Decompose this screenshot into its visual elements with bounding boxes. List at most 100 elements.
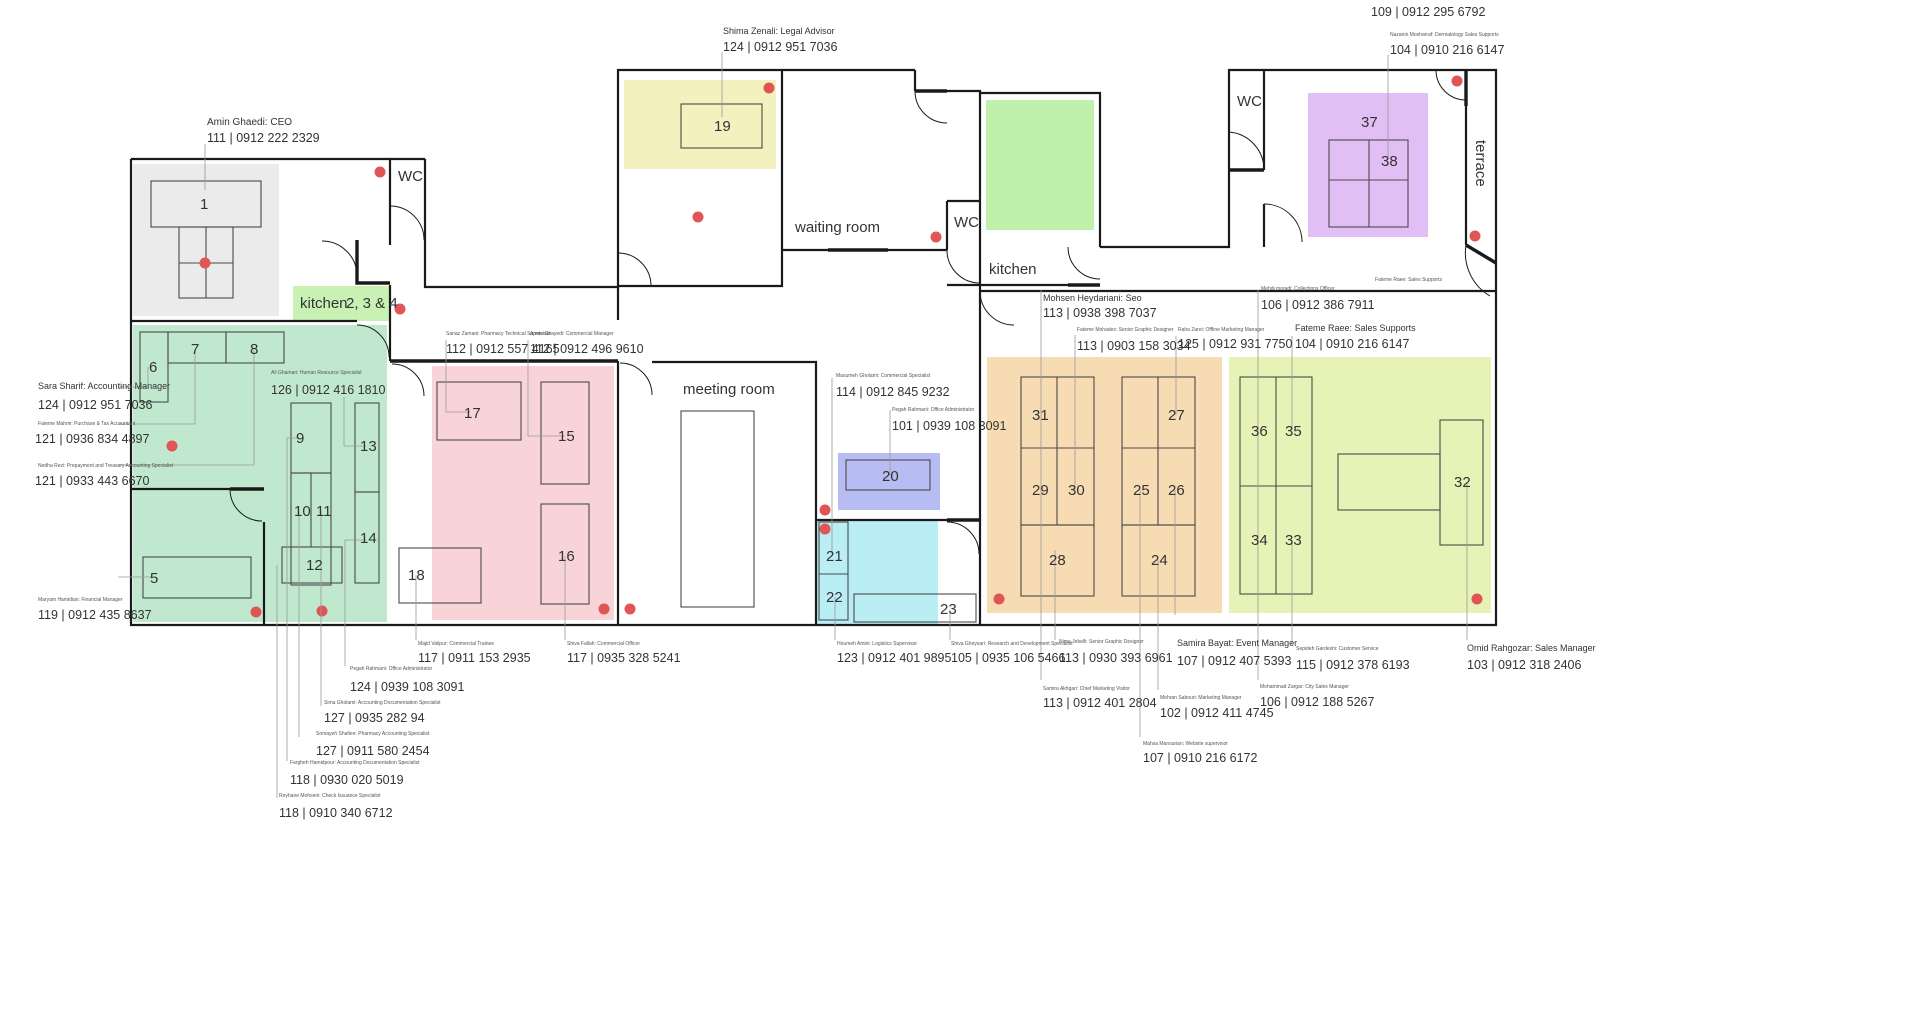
person-phone: 107 | 0910 216 6172 xyxy=(1143,751,1258,765)
sensor-dot xyxy=(394,303,406,315)
svg-text:Armin Ghayedi: Commercial Mana: Armin Ghayedi: Commercial Manager xyxy=(530,331,614,337)
person-name: Nazanin Mosharraf: xyxy=(1390,32,1434,38)
person-role: Commercial Trainee xyxy=(449,641,494,647)
svg-text:Sanaz Zamani: Pharmacy Technic: Sanaz Zamani: Pharmacy Technical Supervi… xyxy=(446,331,551,337)
person-label: Houmeh Amini: Logistics Supervisor 123 |… xyxy=(837,641,952,665)
person-phone: 111 | 0912 222 2329 xyxy=(207,131,320,145)
desk xyxy=(845,459,931,491)
person-label: Sara Sharif: Accounting Manager 124 | 09… xyxy=(38,381,170,412)
svg-text:Reyhane Mohseni: Check Issuanc: Reyhane Mohseni: Check Issuance Speciali… xyxy=(279,793,381,799)
sensor-dot xyxy=(993,593,1005,605)
person-phone: 113 | 0938 398 7037 xyxy=(1043,306,1157,320)
room-label-terrace: terrace xyxy=(1472,140,1489,187)
person-label: Mehran Sabouri: Marketing Manager 102 | … xyxy=(1160,695,1274,720)
svg-text:Shima Zenali: Legal Advisor: Shima Zenali: Legal Advisor xyxy=(723,26,835,36)
person-name: Armin Ghayedi: xyxy=(530,331,564,337)
person-name: Shima Zenali: xyxy=(723,26,778,36)
zone-commercial xyxy=(432,366,614,620)
svg-text:Nedha Rezi: Prepayment and Tre: Nedha Rezi: Prepayment and Treasury Acco… xyxy=(38,463,174,469)
door xyxy=(619,362,653,396)
person-name: Fateme Raee: xyxy=(1375,277,1407,283)
desk-number: 16 xyxy=(558,548,575,565)
person-role: Commercial Specialist xyxy=(881,373,931,379)
walls xyxy=(129,68,1498,627)
person-name: Mehdi moradi: xyxy=(1261,286,1293,292)
room-label-kitchen-desks: 2, 3 & 4 xyxy=(346,295,398,312)
person-role: Senior Graphic Designer xyxy=(1089,639,1144,645)
svg-text:Raha Zarei: Offline Marketing: Raha Zarei: Offline Marketing Manager xyxy=(1178,327,1265,333)
wall xyxy=(618,70,784,288)
person-label: Fateme Raee: Sales Supports 104 | 0910 2… xyxy=(1295,323,1416,351)
person-role: Marketing Manager xyxy=(1198,695,1241,701)
person-role: Office Administrator xyxy=(389,666,433,672)
door xyxy=(1464,244,1491,297)
zone-kitchen-left xyxy=(293,286,389,321)
desk-number: 27 xyxy=(1168,407,1185,424)
leader-line xyxy=(344,539,366,666)
person-label: Mohammad Zargar: City Sales Manager 106 … xyxy=(1260,684,1375,709)
person-phone: 106 | 0912 188 5267 xyxy=(1260,695,1375,709)
svg-text:Maryam Hamidian: Financial Man: Maryam Hamidian: Financial Manager xyxy=(38,597,123,603)
room-label-kitchen: kitchen xyxy=(300,295,348,312)
person-name: Pegah Rahmani: xyxy=(892,407,929,413)
person-label: Fargheh Hamidpour: Accounting Documentat… xyxy=(290,760,420,787)
person-role: Legal Advisor xyxy=(781,26,835,36)
desk xyxy=(398,547,482,604)
wall xyxy=(980,68,1498,627)
sensor-dot xyxy=(819,504,831,516)
person-name: Reyhane Mohseni: xyxy=(279,793,321,799)
person-role: Financial Manager xyxy=(81,597,122,603)
desk xyxy=(139,331,169,403)
person-phone: 113 | 0903 158 3034 xyxy=(1077,339,1191,353)
room-labels: WC kitchen 2, 3 & 4 waiting room WC kitc… xyxy=(300,93,1489,398)
person-label: Pegah Rahmani: Office Administrator 124 … xyxy=(350,666,465,694)
desk xyxy=(142,556,252,599)
person-name: Samira Bayat: xyxy=(1177,638,1234,648)
person-phone: 125 | 0912 931 7750 xyxy=(1178,337,1293,351)
person-label: Fateme Mahmi: Purchase & Tax Accountant … xyxy=(35,421,150,446)
desk-number: 15 xyxy=(558,428,575,445)
person-role: Office Administrator xyxy=(931,407,975,413)
person-role: Sales Manager xyxy=(1535,643,1596,653)
person-label: Amin Ghaedi: CEO 111 | 0912 222 2329 xyxy=(207,117,320,145)
person-role: Sales Supports xyxy=(1355,323,1417,333)
door xyxy=(356,324,390,358)
desk-number: 25 xyxy=(1133,482,1150,499)
doors xyxy=(229,69,1491,555)
person-phone: 104 | 0910 216 6147 xyxy=(1390,43,1505,57)
svg-text:Houmeh Amini: Logistics Superv: Houmeh Amini: Logistics Supervisor xyxy=(837,641,917,647)
svg-text:Samira Akhgari: Chief Marketin: Samira Akhgari: Chief Marketing Visitor xyxy=(1043,686,1130,692)
desk-number: 13 xyxy=(360,438,377,455)
sensor-dot xyxy=(374,166,386,178)
desk-number: 34 xyxy=(1251,532,1268,549)
desk xyxy=(1439,419,1484,546)
person-label: Majid Valipur: Commercial Trainee 117 | … xyxy=(418,641,531,665)
door xyxy=(321,240,358,277)
person-role: Pharmacy Technical Supervisor xyxy=(481,331,551,337)
desk-number: 38 xyxy=(1381,153,1398,170)
zone-office-admin xyxy=(838,453,940,510)
desk-number: 12 xyxy=(306,557,323,574)
room-label-meeting-room: meeting room xyxy=(683,381,775,398)
zone-kitchen-mid xyxy=(986,100,1094,230)
desk xyxy=(680,103,763,149)
desk-number: 22 xyxy=(826,589,843,606)
wall xyxy=(1465,243,1497,265)
person-label: Shiva Fallah: Commercial Officer 117 | 0… xyxy=(567,641,681,665)
person-label: Reyhane Mohseni: Check Issuance Speciali… xyxy=(279,793,393,820)
svg-text:Fateme Raee: Sales Supports: Fateme Raee: Sales Supports xyxy=(1375,277,1442,283)
furniture xyxy=(139,103,1484,623)
person-name: Nima Jebelli: xyxy=(1059,639,1088,645)
person-phone: 117 | 0911 153 2935 xyxy=(418,651,531,665)
sensor-dot xyxy=(166,440,178,452)
person-phone: 126 | 0912 416 1810 xyxy=(271,383,386,397)
person-phone: 113 | 0930 393 6961 xyxy=(1059,651,1173,665)
person-name: Houmeh Amini: xyxy=(837,641,871,647)
desk-number: 11 xyxy=(316,503,332,520)
person-phone: 118 | 0910 340 6712 xyxy=(279,806,393,820)
person-phone: 107 | 0912 407 5393 xyxy=(1177,654,1292,668)
desk xyxy=(680,410,755,608)
person-label: Sepideh Gardeshi: Customer Service 115 |… xyxy=(1296,646,1410,672)
door xyxy=(1228,131,1265,171)
person-phone: 127 | 0935 282 94 xyxy=(324,711,425,725)
